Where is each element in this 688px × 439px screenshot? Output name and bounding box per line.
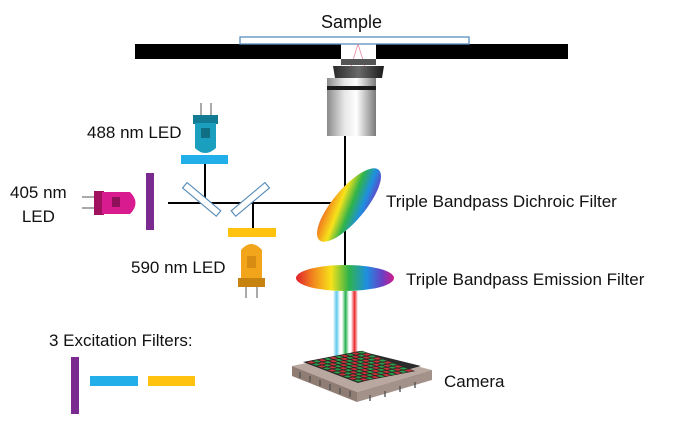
dichroic-label: Triple Bandpass Dichroic Filter	[386, 192, 617, 211]
sample-ray-2	[357, 43, 367, 71]
camera-sensor-icon	[292, 350, 432, 402]
led-590-label: 590 nm LED	[131, 258, 226, 277]
sample-ray-1	[349, 43, 359, 71]
sample-label: Sample	[321, 12, 383, 32]
led-405-label-line1: 405 nm	[10, 183, 67, 202]
led-590-icon	[238, 244, 265, 298]
emission-label: Triple Bandpass Emission Filter	[406, 270, 645, 289]
led-405-icon	[82, 191, 136, 215]
filter-488	[181, 155, 228, 164]
dichroic-mirror-icon	[316, 168, 382, 242]
camera-pins	[299, 372, 416, 401]
excitation-filter-405-icon	[71, 357, 79, 414]
excitation-filter-590-icon	[148, 376, 195, 386]
filter-590	[228, 228, 276, 237]
beam-splitter-1	[181, 181, 222, 218]
led-405-label: 405 nm LED	[10, 183, 67, 226]
emission-filter-icon	[296, 265, 394, 291]
sensor-grid	[304, 350, 416, 383]
led-488-label: 488 nm LED	[87, 123, 182, 142]
sensor-pixel	[402, 368, 416, 373]
excitation-filter-488-icon	[90, 376, 138, 386]
stage-left	[135, 44, 341, 59]
led-405-label-line2: LED	[21, 206, 55, 226]
beam-splitter-2	[230, 181, 271, 218]
led-488-icon	[193, 103, 218, 153]
microscope-objective-icon	[327, 59, 384, 136]
stage-right	[376, 44, 568, 59]
camera-label: Camera	[444, 372, 505, 391]
sample-slide-icon	[239, 36, 470, 45]
emission-beams	[333, 291, 358, 369]
excitation-label: 3 Excitation Filters:	[49, 331, 193, 350]
filter-405	[146, 173, 154, 230]
